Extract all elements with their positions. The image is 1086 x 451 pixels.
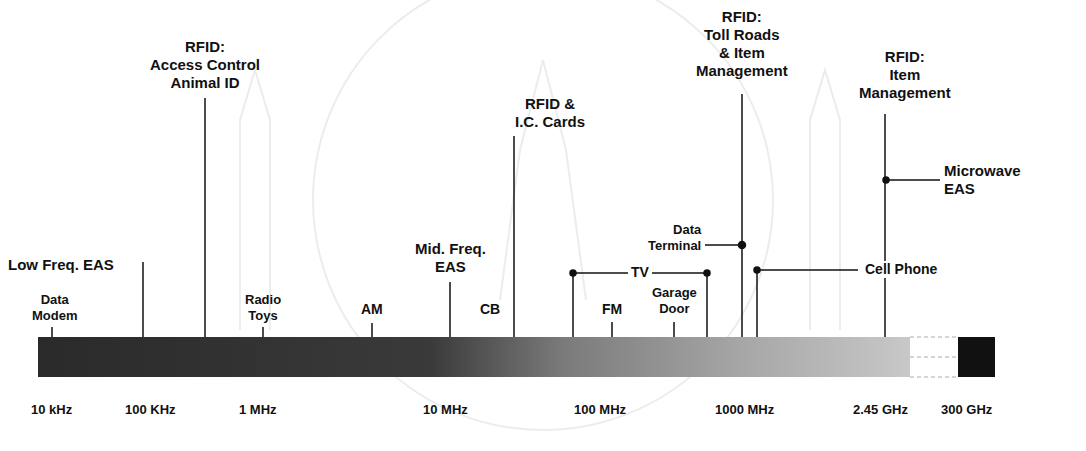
rfid-heading: RFID: Access Control Animal ID xyxy=(150,38,260,92)
axis-label: 10 MHz xyxy=(423,402,468,418)
leader-lines xyxy=(52,94,940,337)
band-label: TV xyxy=(628,264,652,281)
axis-label: 1 MHz xyxy=(239,402,277,418)
axis-label: 300 GHz xyxy=(941,402,992,418)
axis-label: 10 kHz xyxy=(31,402,72,418)
rfid-heading: RFID & I.C. Cards xyxy=(515,95,585,131)
band-label: Cell Phone xyxy=(862,261,940,278)
rfid-heading: RFID: Toll Roads & Item Management xyxy=(696,8,788,80)
axis-label: 2.45 GHz xyxy=(853,402,908,418)
band-label: Low Freq. EAS xyxy=(8,256,114,274)
band-label: Microwave EAS xyxy=(944,162,1021,198)
axis-label: 100 MHz xyxy=(574,402,626,418)
band-label: Garage Door xyxy=(652,285,697,316)
band-label: Mid. Freq. EAS xyxy=(415,240,486,276)
band-label: FM xyxy=(602,301,622,318)
spectrum-bar xyxy=(38,337,910,377)
band-label: AM xyxy=(361,301,383,318)
bar-end-block xyxy=(958,337,995,377)
band-label: Data Modem xyxy=(32,292,78,323)
axis-label: 100 KHz xyxy=(125,402,176,418)
band-label: Data Terminal xyxy=(648,222,701,253)
band-label: CB xyxy=(480,301,500,318)
band-label: Radio Toys xyxy=(245,292,281,323)
rfid-heading: RFID: Item Management xyxy=(859,48,951,102)
bar-gap xyxy=(910,337,958,377)
axis-label: 1000 MHz xyxy=(715,402,774,418)
